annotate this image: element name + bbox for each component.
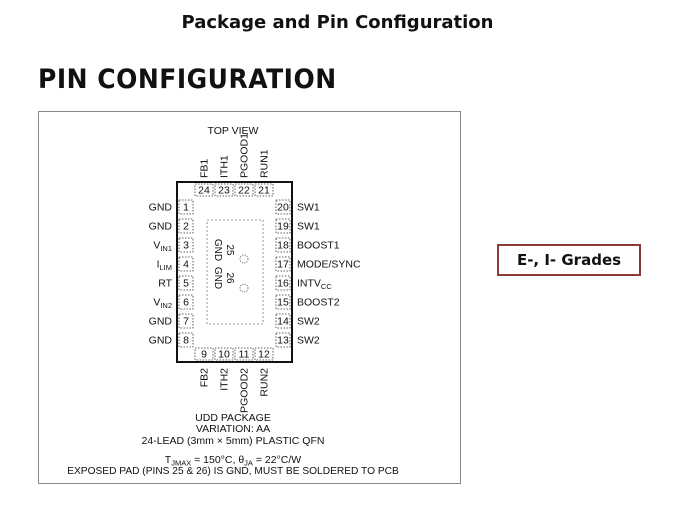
- pin-label-12: RUN2: [259, 368, 271, 397]
- pin-box-20: [275, 199, 291, 215]
- pin-number-10: 10: [218, 349, 230, 361]
- pin-box-10: [214, 347, 234, 361]
- package-body: [176, 181, 293, 363]
- pin-box-12: [254, 347, 274, 361]
- pin-label-24: FB1: [199, 159, 211, 178]
- pin-label-8: GND: [149, 335, 173, 347]
- section-heading: PIN CONFIGURATION: [38, 64, 337, 95]
- pad-marker-25: [239, 254, 249, 264]
- pin-box-7: [178, 313, 194, 329]
- pin-label-2: GND: [149, 221, 173, 233]
- pin-label-11: PGOOD2: [239, 368, 251, 413]
- pin-label-15: BOOST2: [297, 297, 340, 309]
- exposed-pad-note: EXPOSED PAD (PINS 25 & 26) IS GND, MUST …: [67, 466, 399, 477]
- pin-label-13: SW2: [297, 335, 320, 347]
- exposed-pad: [206, 219, 264, 325]
- pin-number-14: 14: [277, 316, 289, 328]
- pin-label-18: BOOST1: [297, 240, 340, 252]
- pin-number-16: 16: [277, 278, 289, 290]
- pin-box-17: [275, 256, 291, 272]
- pin-number-15: 15: [277, 297, 289, 309]
- package-line-1: UDD PACKAGE: [195, 412, 271, 424]
- pin-number-5: 5: [183, 278, 189, 290]
- pin-box-18: [275, 237, 291, 253]
- pin-box-16: [275, 275, 291, 291]
- pin-number-3: 3: [183, 240, 189, 252]
- pin-number-12: 12: [258, 349, 270, 361]
- pin-box-21: [254, 183, 274, 197]
- pin-label-9: FB2: [199, 368, 211, 387]
- pin-number-1: 1: [183, 202, 189, 214]
- pin-number-8: 8: [183, 335, 189, 347]
- pin-box-1: [178, 199, 194, 215]
- pad-marker-26: [239, 283, 249, 293]
- pin-box-13: [275, 332, 291, 348]
- slide-title: Package and Pin Configuration: [181, 12, 494, 33]
- pin-label-14: SW2: [297, 316, 320, 328]
- pin-box-15: [275, 294, 291, 310]
- pin-label-6: VIN2: [153, 297, 172, 311]
- pin-number-21: 21: [258, 185, 270, 197]
- pin-number-2: 2: [183, 221, 189, 233]
- pin-diagram: TOP VIEW 1GND2GND3VIN14ILIM5RT6VIN27GND8…: [67, 125, 399, 477]
- pin-number-24: 24: [198, 185, 210, 197]
- pin-box-19: [275, 218, 291, 234]
- package-line-3: 24-LEAD (3mm × 5mm) PLASTIC QFN: [142, 435, 325, 447]
- pin-number-6: 6: [183, 297, 189, 309]
- pin-box-4: [178, 256, 194, 272]
- pin-box-11: [234, 347, 254, 361]
- pin-box-8: [178, 332, 194, 348]
- pin-label-1: GND: [149, 202, 173, 214]
- pin-number-19: 19: [277, 221, 289, 233]
- pin-number-22: 22: [238, 185, 250, 197]
- pin-label-16: INTVCC: [297, 278, 332, 292]
- pin-number-17: 17: [277, 259, 289, 271]
- pin-label-19: SW1: [297, 221, 320, 233]
- pin-number-9: 9: [201, 349, 207, 361]
- pad-label-25-name: GND: [212, 239, 223, 261]
- pin-box-9: [194, 347, 214, 361]
- pin-label-4: ILIM: [157, 259, 172, 273]
- pin-label-3: VIN1: [153, 240, 172, 254]
- pin-box-6: [178, 294, 194, 310]
- pad-label-25-number: 25: [224, 244, 235, 256]
- pin-label-20: SW1: [297, 202, 320, 214]
- pin-label-21: RUN1: [259, 149, 271, 178]
- pin-number-23: 23: [218, 185, 230, 197]
- pin-label-17: MODE/SYNC: [297, 259, 361, 271]
- pin-number-4: 4: [183, 259, 189, 271]
- thermal-line: TJMAX = 150°C, θJA = 22°C/W: [165, 454, 302, 468]
- pin-box-3: [178, 237, 194, 253]
- pad-label-26-number: 26: [224, 272, 235, 284]
- pin-box-24: [194, 183, 214, 197]
- pin-number-7: 7: [183, 316, 189, 328]
- package-line-2: VARIATION: AA: [196, 423, 270, 435]
- pin-box-2: [178, 218, 194, 234]
- pin-label-23: ITH1: [219, 155, 231, 178]
- pin-number-20: 20: [277, 202, 289, 214]
- pin-box-5: [178, 275, 194, 291]
- pin-number-13: 13: [277, 335, 289, 347]
- pin-box-22: [234, 183, 254, 197]
- pin-label-5: RT: [158, 278, 172, 290]
- pad-label-26-name: GND: [212, 267, 223, 289]
- pin-label-10: ITH2: [219, 368, 231, 391]
- pin-number-11: 11: [239, 349, 250, 361]
- pin-label-22: PGOOD1: [239, 133, 251, 178]
- pin-label-7: GND: [149, 316, 173, 328]
- pin-number-18: 18: [277, 240, 289, 252]
- pin-box-14: [275, 313, 291, 329]
- top-view-label: TOP VIEW: [208, 125, 259, 137]
- pin-box-23: [214, 183, 234, 197]
- grades-label: E-, I- Grades: [497, 244, 641, 276]
